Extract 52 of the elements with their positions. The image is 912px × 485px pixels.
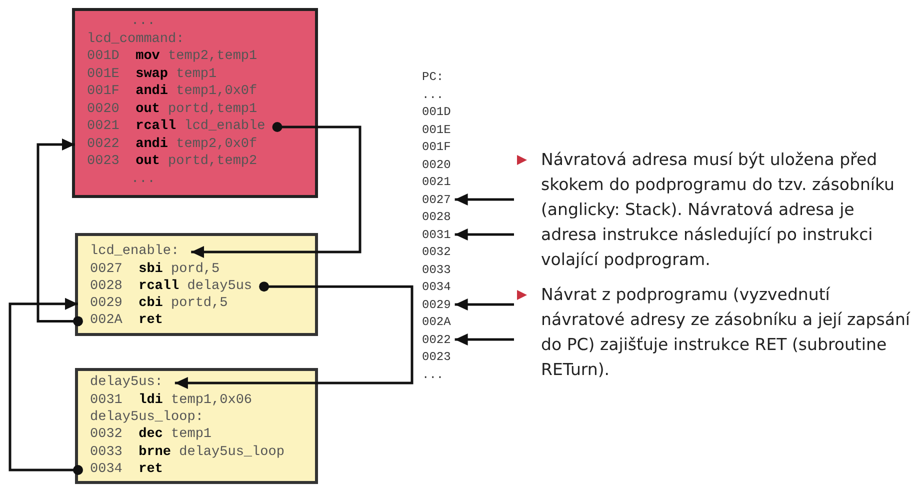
- arrow: [454, 334, 514, 346]
- code-listing-panel: [75, 368, 318, 484]
- code-line: 0027 sbi pord,5: [78, 260, 232, 278]
- address-text: 001F: [422, 139, 451, 155]
- address-text: 0032: [422, 244, 451, 260]
- arrow: [174, 282, 414, 389]
- address-text: 0022: [422, 332, 455, 348]
- code-line: 002A ret: [78, 312, 175, 330]
- address-text: 0034: [422, 279, 451, 295]
- arrow: [454, 298, 514, 310]
- code-line: 0032 dec temp1: [78, 426, 224, 444]
- code-line: delay5us:: [78, 374, 175, 392]
- address-text: PC:: [422, 69, 444, 85]
- address-text: ...: [422, 366, 444, 382]
- address-text: 0027: [422, 192, 455, 208]
- address-text: 0021: [422, 174, 451, 190]
- arrow: [36, 138, 83, 326]
- code-line: 0021 rcall lcd_enable: [75, 118, 278, 136]
- arrow: [8, 298, 83, 475]
- code-line: ...: [75, 13, 168, 31]
- arrow: [454, 194, 514, 206]
- address-text: 0033: [422, 262, 451, 278]
- address-text: 002A: [422, 314, 451, 330]
- code-line: lcd_enable:: [78, 243, 192, 261]
- address-text: ...: [422, 86, 444, 102]
- code-line: 0022 andi temp2,0x0f: [75, 136, 270, 154]
- code-line: 0033 brne delay5us_loop: [78, 444, 296, 462]
- code-line: 0034 ret: [78, 461, 175, 479]
- arrow: [454, 228, 514, 240]
- address-text: 001E: [422, 122, 451, 138]
- code-line: lcd_command:: [75, 30, 196, 48]
- address-text: 0029: [422, 296, 455, 312]
- code-line: ...: [75, 170, 168, 188]
- code-line: 001F andi temp1,0x0f: [75, 83, 270, 101]
- address-text: 0020: [422, 156, 451, 172]
- arrow: [191, 122, 362, 258]
- code-line: delay5us_loop:: [78, 409, 216, 427]
- code-line: 001E swap temp1: [75, 66, 229, 84]
- code-line: 0028 rcall delay5us: [78, 278, 264, 296]
- code-line: 0023 out portd,temp2: [75, 153, 270, 171]
- code-line: 001D mov temp2,temp1: [75, 48, 270, 66]
- address-text: 001D: [422, 104, 451, 120]
- code-line: 0029 cbi portd,5: [78, 295, 240, 313]
- bullet-text: Návrat z podprogramu (vyzvednutí návratové adresy ze zásobníku a její zapsání do PC) zajišťuje instrukce RET (subroutine RETurn).: [541, 284, 912, 381]
- code-line: 0020 out portd,temp1: [75, 100, 270, 118]
- address-text: 0031: [422, 226, 455, 242]
- code-listing-panel: [72, 8, 318, 198]
- code-listing-panel: [75, 233, 318, 336]
- address-text: 0023: [422, 349, 451, 365]
- code-line: 0031 ldi temp1,0x06: [78, 392, 264, 410]
- address-text: 0028: [422, 209, 451, 225]
- bullet-text: Návratová adresa musí být uložena před skokem do podprogramu do tzv. zásobníku (anglicky: Stack). Návratová adresa je adresa instrukce následující po instrukci volající podprogram.: [541, 149, 896, 271]
